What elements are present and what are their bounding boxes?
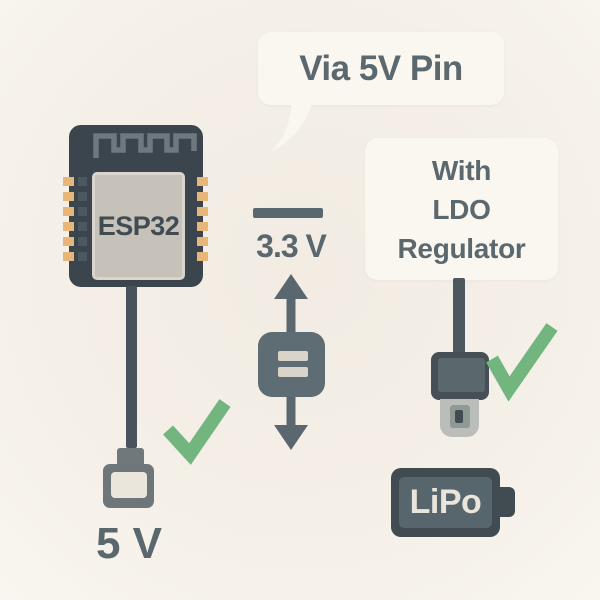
speech-bubble-via-5v-label: Via 5V Pin <box>299 48 463 88</box>
speech-bubble-ldo-text: With LDO Regulator <box>398 151 526 268</box>
plug-connector-inner <box>438 358 485 392</box>
power-cable-right <box>453 278 465 356</box>
antenna-trace-icon <box>93 133 197 158</box>
voltage-rail-bar <box>253 208 323 218</box>
speech-bubble-tail <box>270 102 312 152</box>
checkmark-icon-left <box>163 399 231 465</box>
speech-bubble-via-5v: Via 5V Pin <box>258 32 504 105</box>
equals-bar-bottom <box>278 367 308 377</box>
ldo-line-1: With <box>431 154 492 186</box>
esp32-pins-left-dark <box>78 177 87 261</box>
ldo-line-3: Regulator <box>397 232 526 264</box>
checkmark-icon-right <box>486 323 558 402</box>
esp32-pins-right-orange <box>197 177 208 261</box>
battery-label: LiPo <box>409 483 482 521</box>
speech-bubble-ldo: With LDO Regulator <box>365 138 558 280</box>
usb-connector-pad <box>111 472 147 498</box>
plug-connector-slot <box>455 410 463 423</box>
esp32-chip-shield: ESP32 <box>92 172 185 280</box>
esp32-pins-left-orange <box>63 177 74 261</box>
equals-regulator-icon <box>258 332 325 397</box>
voltage-3v3-label: 3.3 V <box>256 227 327 264</box>
esp32-label: ESP32 <box>97 210 180 241</box>
ldo-line-2: LDO <box>432 193 491 225</box>
battery-inner-panel: LiPo <box>399 477 492 528</box>
battery-terminal-nub <box>497 487 515 517</box>
equals-bar-top <box>278 351 308 361</box>
power-cable-left <box>126 286 137 448</box>
voltage-5v-label: 5 V <box>95 519 163 568</box>
usb-connector-neck <box>117 448 144 466</box>
